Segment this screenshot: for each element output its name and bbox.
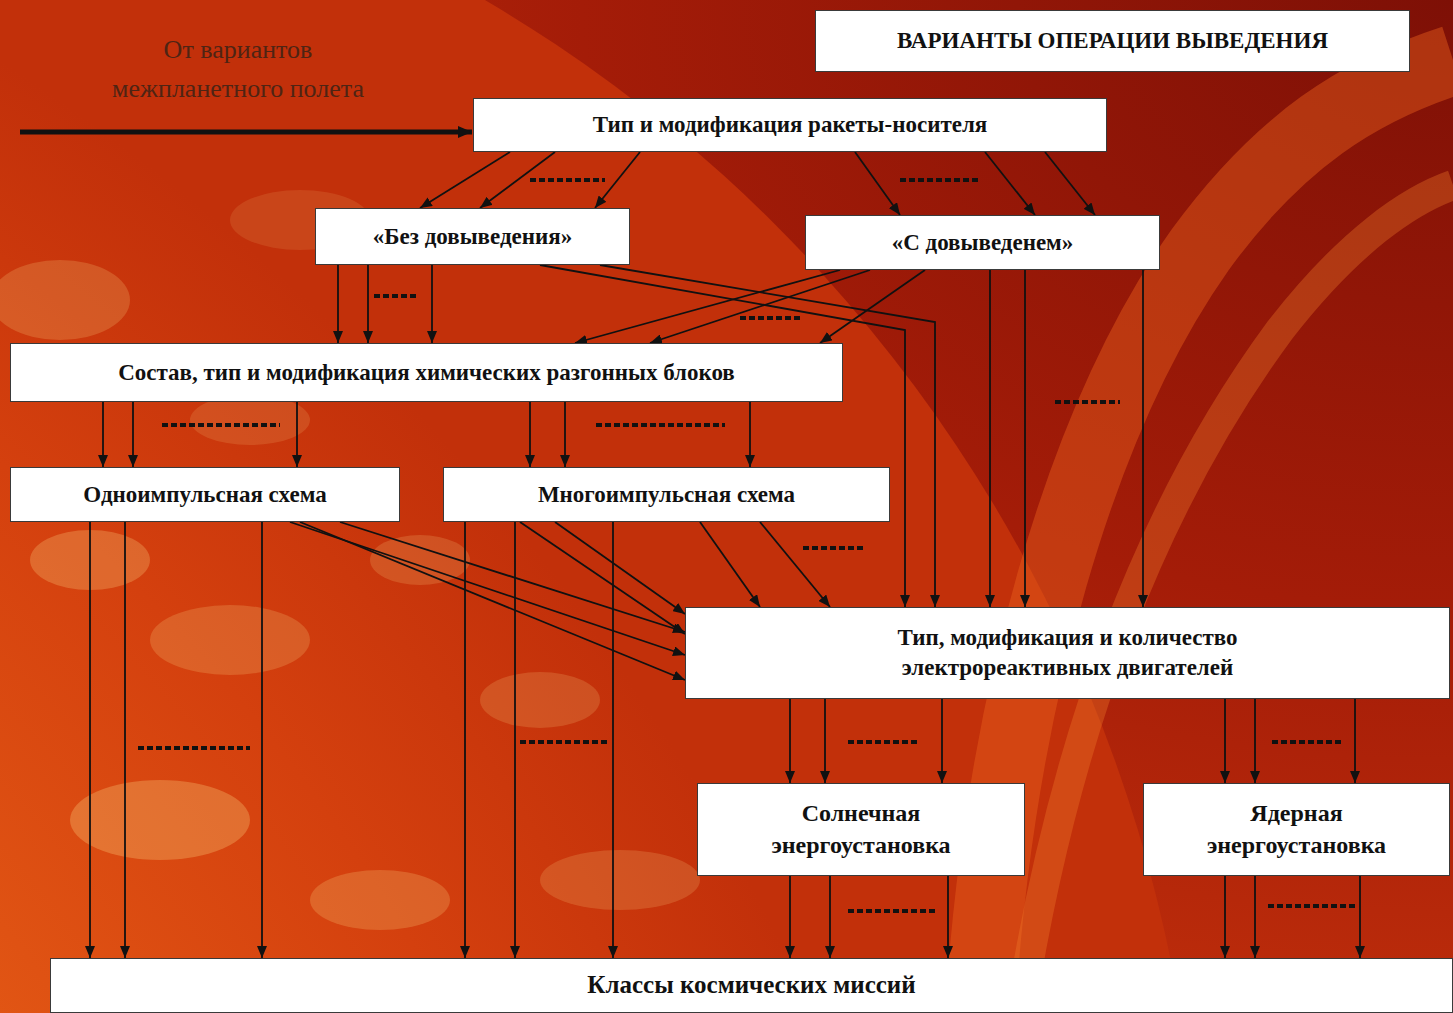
granule (150, 605, 310, 675)
flow-arrow (612, 522, 614, 958)
flow-arrow (789, 699, 791, 783)
flow-arrow (985, 152, 1035, 215)
flow-arrow (600, 265, 935, 607)
ellipsis-dots (596, 423, 725, 427)
granule (70, 780, 250, 860)
ellipsis-dots (530, 178, 605, 182)
flow-arrow (1254, 699, 1256, 783)
flow-arrow (1254, 876, 1256, 958)
process-box: «С довыведенем» (805, 215, 1160, 270)
flow-arrow (941, 699, 943, 783)
ellipsis-dots (162, 423, 280, 427)
flow-arrow (555, 522, 685, 614)
sun-disk (0, 0, 1200, 1013)
box-text: Многоимпульсная схема (538, 480, 795, 510)
box-text: Состав, тип и модификация химических раз… (118, 358, 735, 388)
granule (0, 260, 130, 340)
prominence (1020, 185, 1453, 1013)
ellipsis-dots (138, 746, 250, 750)
flow-arrow (1354, 699, 1356, 783)
flow-arrow (700, 522, 760, 607)
process-box: Классы космических миссий (50, 958, 1453, 1013)
box-text: Солнечная энергоустановка (751, 798, 971, 860)
flow-arrow (261, 522, 263, 958)
flow-arrow (102, 402, 104, 467)
box-text: Классы космических миссий (587, 969, 915, 1002)
flow-arrow (520, 522, 685, 634)
flow-arrow (367, 265, 369, 343)
flow-arrow (514, 522, 516, 958)
flow-arrow (89, 522, 91, 958)
flow-arrow (540, 265, 905, 607)
flow-arrow (749, 402, 751, 467)
flow-arrow (824, 699, 826, 783)
input-arrow (20, 130, 472, 135)
ellipsis-dots (900, 178, 980, 182)
ellipsis-dots (848, 909, 937, 913)
prominence (980, 60, 1453, 1013)
box-text: Тип, модификация и количество электрореа… (833, 623, 1303, 683)
granulation (0, 190, 700, 930)
flow-arrow (989, 270, 991, 607)
ellipsis-dots (740, 316, 800, 320)
flow-arrow (337, 265, 339, 343)
source-note: От вариантов межпланетного полета (88, 30, 388, 108)
flow-arrow (575, 270, 840, 343)
flow-arrow (1224, 876, 1226, 958)
process-box: Ядерная энергоустановка (1143, 783, 1450, 876)
flow-arrow (464, 522, 466, 958)
flow-arrow (431, 265, 433, 343)
flow-arrow (296, 402, 298, 467)
flow-arrow (829, 876, 831, 958)
flow-arrow (855, 152, 900, 215)
flow-arrow (529, 402, 531, 467)
ellipsis-dots (374, 294, 416, 298)
box-text: Тип и модификация ракеты-носителя (593, 110, 988, 140)
process-box: «Без довыведения» (315, 208, 630, 265)
process-box: Состав, тип и модификация химических раз… (10, 343, 843, 402)
process-box: Одноимпульсная схема (10, 467, 400, 522)
title-text: ВАРИАНТЫ ОПЕРАЦИИ ВЫВЕДЕНИЯ (897, 28, 1328, 54)
flow-arrow (1142, 270, 1144, 607)
granule (540, 850, 700, 910)
flow-arrow (947, 876, 949, 958)
flow-arrow (820, 270, 925, 343)
ellipsis-dots (1055, 400, 1120, 404)
granule (310, 870, 450, 930)
flow-arrow (480, 152, 555, 208)
flow-arrow (595, 152, 640, 208)
flow-arrow (1024, 270, 1026, 607)
granule (480, 672, 600, 728)
granule (190, 395, 310, 445)
flow-arrow (760, 522, 830, 607)
flow-arrow (1045, 152, 1095, 215)
flow-arrow (789, 876, 791, 958)
ellipsis-dots (520, 740, 607, 744)
flow-arrow (300, 522, 685, 680)
ellipsis-dots (803, 546, 866, 550)
box-text: Одноимпульсная схема (83, 480, 326, 510)
title-box: ВАРИАНТЫ ОПЕРАЦИИ ВЫВЕДЕНИЯ (815, 10, 1410, 72)
ellipsis-dots (1268, 904, 1355, 908)
process-box: Многоимпульсная схема (443, 467, 890, 522)
flow-arrow (132, 402, 134, 467)
flow-arrow (340, 522, 685, 632)
process-box: Солнечная энергоустановка (697, 783, 1025, 876)
ellipsis-dots (1272, 740, 1342, 744)
flow-arrow (420, 152, 510, 208)
flow-arrow (1359, 876, 1361, 958)
flow-arrow (124, 522, 126, 958)
ellipsis-dots (848, 740, 918, 744)
process-box: Тип и модификация ракеты-носителя (473, 98, 1107, 152)
flow-arrow (564, 402, 566, 467)
box-text: «С довыведенем» (892, 228, 1074, 258)
box-text: Ядерная энергоустановка (1172, 798, 1422, 860)
flow-arrow (1224, 699, 1226, 783)
process-box: Тип, модификация и количество электрореа… (685, 607, 1450, 699)
box-text: «Без довыведения» (373, 222, 572, 252)
